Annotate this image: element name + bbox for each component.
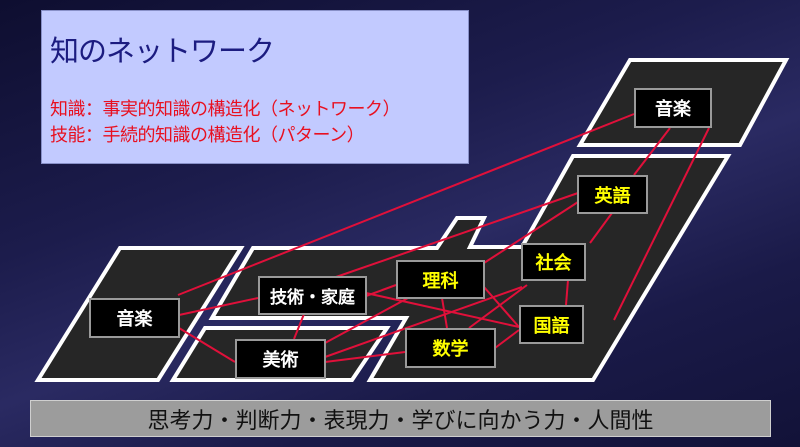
link-line	[177, 113, 635, 296]
skill-line: 技能：手続的知識の構造化（パターン）	[50, 125, 365, 146]
link-line	[483, 286, 520, 328]
link-line	[324, 286, 523, 358]
node-japanese: 国語	[519, 305, 584, 344]
node-english: 英語	[577, 175, 648, 214]
link-line	[365, 292, 520, 328]
link-line	[335, 192, 579, 278]
link-line	[613, 127, 710, 321]
link-line	[324, 297, 409, 344]
link-line	[324, 351, 406, 363]
competencies-bar: 思考力・判断力・表現力・学びに向かう力・人間性	[30, 400, 771, 437]
link-line	[633, 127, 671, 176]
link-line	[178, 297, 259, 316]
node-math: 数学	[405, 328, 496, 368]
node-music-left: 音楽	[89, 298, 180, 338]
link-line	[565, 279, 569, 306]
link-line	[441, 297, 448, 329]
link-line	[293, 313, 305, 340]
node-music-top: 音楽	[634, 88, 712, 128]
node-art: 美術	[235, 339, 326, 379]
link-line	[483, 201, 579, 264]
node-science: 理科	[396, 260, 485, 299]
node-tech-home: 技術・家庭	[258, 276, 367, 315]
node-social: 社会	[521, 243, 586, 281]
title-box: 知のネットワーク 知識：事実的知識の構造化（ネットワーク） 技能：手続的知識の構…	[41, 10, 469, 164]
link-line	[468, 284, 528, 329]
knowledge-line: 知識：事実的知識の構造化（ネットワーク）	[50, 99, 401, 120]
link-line	[494, 329, 520, 349]
slide-title: 知のネットワーク	[50, 34, 275, 68]
link-line	[589, 212, 613, 244]
link-line	[178, 327, 236, 363]
